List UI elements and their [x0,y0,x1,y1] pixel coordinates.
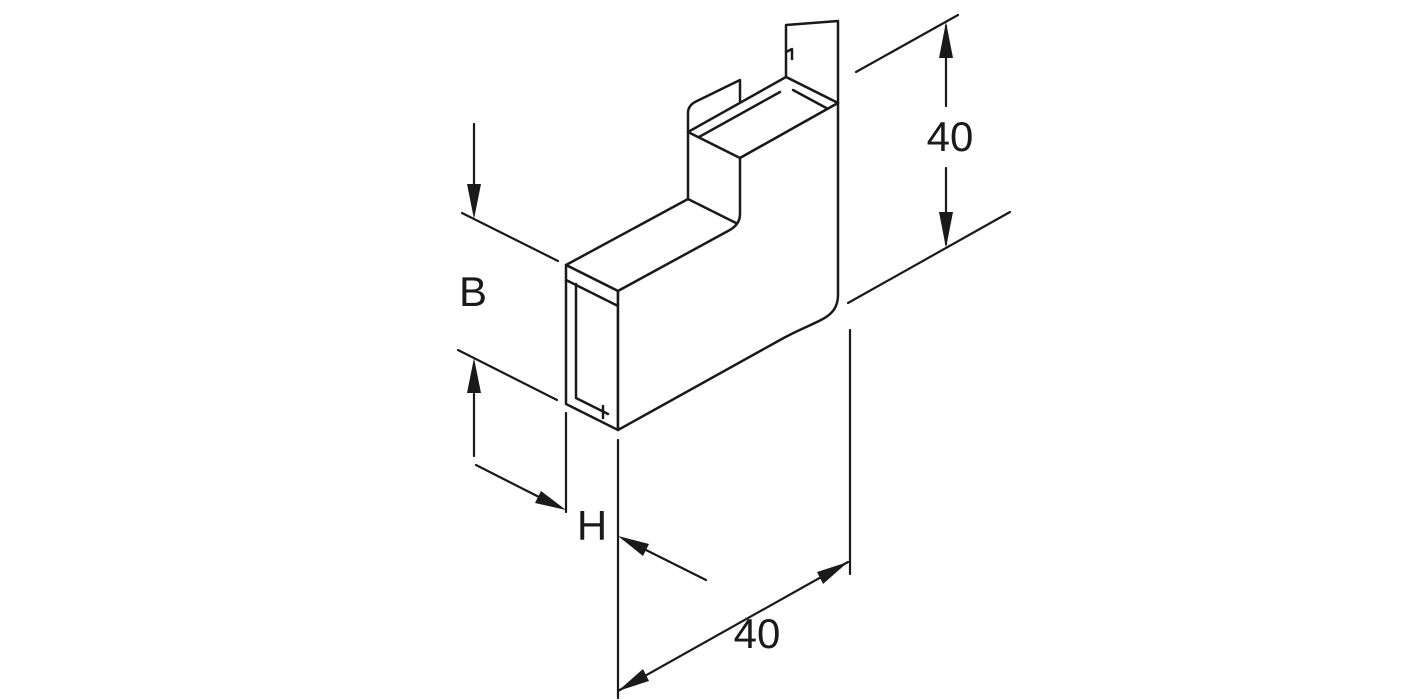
part-front-face [616,101,840,432]
dim40bottom-arrow-right [817,562,848,584]
dim-label-bottom-40: 40 [734,610,781,657]
part-top-opening-inner-side-wall [791,88,832,112]
dimension-b: B [456,122,560,458]
dimension-bottom-40: 40 [616,328,852,693]
dimB-arrow-up [467,358,481,393]
dimension-top-right-40: 40 [846,13,1012,305]
dim40bottom-dimension-line [616,560,850,693]
dimH-arrow-right [535,491,566,510]
part-end-face-cover-edge [564,278,620,308]
dimB-extension-line-upper [460,211,560,263]
dim40top-arrow-down [939,212,953,248]
part-end-face-inner-wall [574,282,610,416]
dim40bottom-arrow-left [618,669,649,691]
dim40top-arrow-up [939,22,953,58]
dim40top-extension-line-upper [854,13,960,74]
part-tab-notch [784,47,794,61]
dimH-arrow-left [618,536,649,556]
part-top-opening-inner-back-wall [697,90,782,139]
dim-label-top-40: 40 [927,113,974,160]
dimB-extension-line-lower [456,348,559,402]
dimB-arrow-down [467,184,481,219]
dimension-h: H [474,411,708,700]
dim-label-h: H [577,502,607,549]
dim-label-b: B [459,268,487,315]
dimH-tail-right [644,548,708,582]
dim40top-extension-line-lower [846,210,1012,305]
part-cover-lip-step [686,78,742,134]
dimH-tail-left [474,463,541,499]
flat-angle-part [564,19,840,432]
